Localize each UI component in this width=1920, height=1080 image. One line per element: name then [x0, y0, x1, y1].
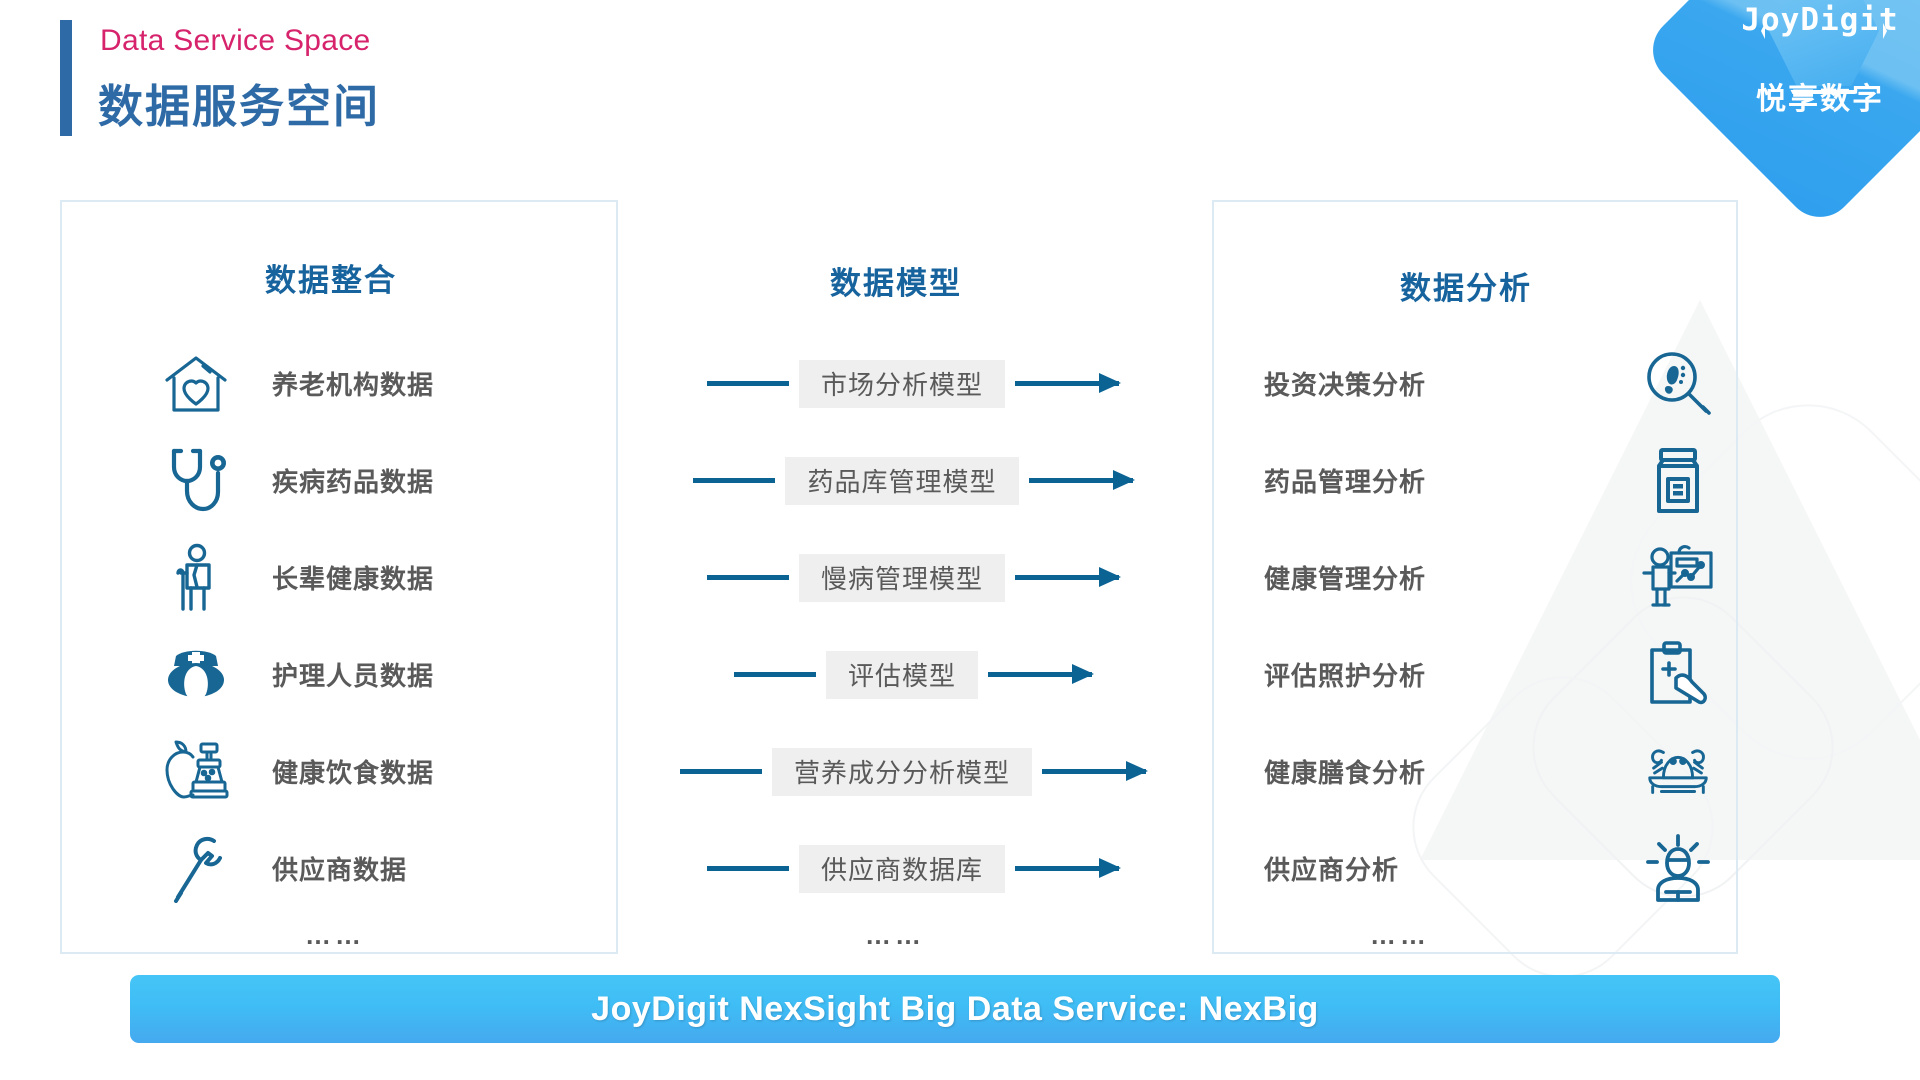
model-label: 药品库管理模型	[807, 467, 997, 497]
model-label: 市场分析模型	[820, 370, 983, 400]
list-item[interactable]: 投资决策分析	[1212, 335, 1734, 432]
column-title-analysis: 数据分析	[1400, 271, 1532, 306]
model-box[interactable]: 药品库管理模型	[785, 456, 1019, 505]
model-box[interactable]: 评估模型	[825, 650, 978, 699]
apple-food-icon	[160, 736, 232, 808]
data-analysis-list: 投资决策分析 药品管理分析	[1212, 335, 1734, 917]
house-heart-icon	[160, 348, 232, 420]
header-accent-bar	[60, 20, 72, 136]
seafood-platter-icon	[1640, 734, 1716, 810]
list-item-label: 疾病药品数据	[272, 467, 435, 497]
wrench-icon	[160, 833, 232, 905]
connector-line	[679, 769, 762, 774]
logo-name-cn: 悦享数字	[1756, 83, 1884, 117]
arrow-right-icon	[1015, 567, 1121, 587]
arrow-right-icon	[1028, 470, 1135, 490]
list-item[interactable]: 评估模型	[614, 626, 1212, 723]
list-item-label: 长辈健康数据	[272, 564, 435, 594]
panel-data-integration	[60, 200, 618, 954]
person-chart-board-icon	[1640, 540, 1716, 616]
elderly-person-cane-icon	[160, 542, 232, 614]
page-title: 数据服务空间	[98, 81, 381, 132]
list-item[interactable]: 市场分析模型	[614, 335, 1212, 432]
list-item-label: 健康膳食分析	[1264, 758, 1427, 788]
model-label: 营养成分分析模型	[793, 758, 1010, 788]
list-item[interactable]: 营养成分分析模型	[614, 723, 1212, 820]
stethoscope-icon	[160, 445, 232, 517]
page-header: Data Service Space 数据服务空间	[0, 0, 1920, 170]
list-item[interactable]: 护理人员数据	[60, 626, 614, 723]
list-item[interactable]: 养老机构数据	[60, 335, 614, 432]
connector-line	[706, 575, 789, 580]
list-item[interactable]: 健康饮食数据	[60, 723, 614, 820]
column-title-integration: 数据整合	[265, 263, 397, 298]
list-item-label: 健康管理分析	[1264, 564, 1427, 594]
nurse-icon	[160, 639, 232, 711]
data-model-list: 市场分析模型 药品库管理模型 慢病管理模型 评估模型 营养成分分析模型	[614, 335, 1212, 917]
connector-line	[733, 672, 816, 677]
list-item[interactable]: 健康膳食分析	[1212, 723, 1734, 820]
list-item-label: 供应商数据	[272, 855, 408, 885]
ellipsis-integration: ……	[305, 920, 365, 950]
header-eyebrow: Data Service Space	[100, 24, 371, 57]
model-label: 评估模型	[847, 661, 956, 691]
footer-banner: JoyDigit NexSight Big Data Service: NexB…	[130, 975, 1780, 1043]
ellipsis-analysis: ……	[1370, 920, 1430, 950]
column-title-model: 数据模型	[830, 266, 962, 301]
arrow-right-icon	[988, 664, 1094, 684]
list-item[interactable]: 供应商分析	[1212, 820, 1734, 917]
model-label: 慢病管理模型	[820, 564, 983, 594]
connector-line	[706, 866, 789, 871]
model-box[interactable]: 供应商数据库	[798, 844, 1005, 893]
list-item-label: 供应商分析	[1264, 855, 1400, 885]
list-item-label: 评估照护分析	[1264, 661, 1427, 691]
magnifier-footprint-icon	[1640, 346, 1716, 422]
data-source-list: 养老机构数据 疾病药品数据	[60, 335, 614, 917]
connector-line	[706, 381, 789, 386]
model-box[interactable]: 营养成分分析模型	[771, 747, 1032, 796]
list-item-label: 护理人员数据	[272, 661, 435, 691]
ellipsis-model: ……	[865, 920, 925, 950]
list-item-label: 投资决策分析	[1264, 370, 1427, 400]
arrow-right-icon	[1015, 858, 1121, 878]
list-item-label: 健康饮食数据	[272, 758, 435, 788]
list-item-label: 养老机构数据	[272, 370, 435, 400]
model-label: 供应商数据库	[820, 855, 983, 885]
list-item[interactable]: 供应商数据库	[614, 820, 1212, 917]
list-item-label: 药品管理分析	[1264, 467, 1427, 497]
list-item[interactable]: 健康管理分析	[1212, 529, 1734, 626]
list-item[interactable]: 慢病管理模型	[614, 529, 1212, 626]
list-item[interactable]: 供应商数据	[60, 820, 614, 917]
arrow-right-icon	[1015, 373, 1121, 393]
arrow-right-icon	[1042, 761, 1148, 781]
list-item[interactable]: 药品管理分析	[1212, 432, 1734, 529]
logo-name-en: JoyDigit	[1741, 2, 1899, 38]
list-item[interactable]: 疾病药品数据	[60, 432, 614, 529]
list-item[interactable]: 评估照护分析	[1212, 626, 1734, 723]
person-idea-icon	[1640, 831, 1716, 907]
clipboard-medical-hand-icon	[1640, 637, 1716, 713]
list-item[interactable]: 长辈健康数据	[60, 529, 614, 626]
medicine-jar-icon	[1640, 443, 1716, 519]
connector-line	[693, 478, 776, 483]
footer-banner-text: JoyDigit NexSight Big Data Service: NexB…	[591, 989, 1319, 1028]
list-item[interactable]: 药品库管理模型	[614, 432, 1212, 529]
model-box[interactable]: 市场分析模型	[798, 359, 1005, 408]
model-box[interactable]: 慢病管理模型	[798, 553, 1005, 602]
